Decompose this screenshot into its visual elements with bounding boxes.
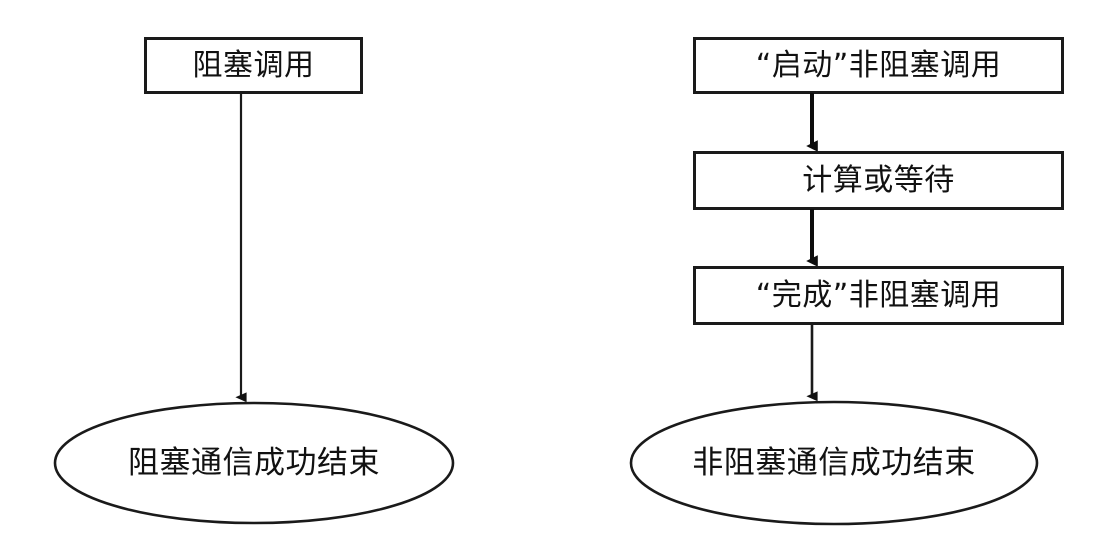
node-start-nonblocking-call-shape: [693, 37, 1064, 94]
node-finish-nonblocking-call-shape: [693, 266, 1064, 325]
node-compute-or-wait-shape: [693, 151, 1064, 210]
node-nonblocking-done-shape: [629, 400, 1039, 526]
node-blocking-call-shape: [144, 37, 363, 94]
node-blocking-done-shape: [53, 401, 455, 525]
